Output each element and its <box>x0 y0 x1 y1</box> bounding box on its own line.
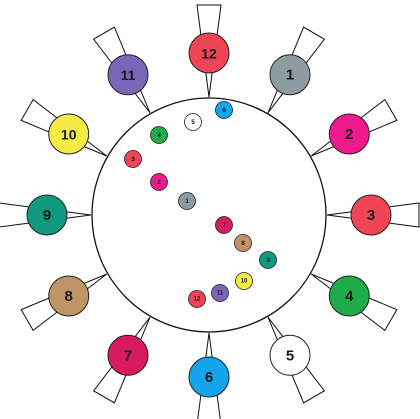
inner-ball-number: 9 <box>266 257 270 264</box>
outer-ball-number: 1 <box>286 67 294 84</box>
outer-ball-11 <box>107 54 149 96</box>
inner-ball-number: 3 <box>131 156 135 163</box>
outer-ball-number: 9 <box>43 207 51 224</box>
outer-ball-9 <box>26 194 68 236</box>
outer-ball-group-6: 6 <box>188 332 230 419</box>
inner-ball-number: 7 <box>222 222 226 229</box>
inner-ball-6 <box>215 101 233 119</box>
inner-ball-number: 12 <box>194 296 201 302</box>
outer-ball-group-9: 9 <box>0 194 92 236</box>
outer-ball-8 <box>48 275 90 317</box>
outer-ball-number: 12 <box>201 46 217 62</box>
outer-ball-5 <box>269 334 311 376</box>
outer-ball-number: 7 <box>124 347 132 364</box>
outer-ball-group-5: 5 <box>267 316 326 404</box>
inner-ball-group-4: 4 <box>150 126 168 144</box>
inner-ball-7 <box>215 216 233 234</box>
inner-ball-number: 5 <box>191 119 195 126</box>
inner-ball-group-3: 3 <box>124 150 142 168</box>
inner-ball-group-12: 12 <box>188 290 206 308</box>
inner-ball-group-5: 5 <box>184 113 202 131</box>
outer-ball-2 <box>328 113 370 155</box>
inner-ball-number: 1 <box>185 198 189 205</box>
inner-ball-10 <box>235 272 253 290</box>
inner-ball-9 <box>259 251 277 269</box>
inner-ball-4 <box>150 126 168 144</box>
inner-ball-group-1: 1 <box>178 192 196 210</box>
inner-ball-number: 4 <box>157 132 161 139</box>
outer-ball-number: 4 <box>345 288 354 305</box>
inner-ball-11 <box>211 284 229 302</box>
inner-ball-number: 2 <box>157 179 161 186</box>
inner-ball-group-2: 2 <box>150 173 168 191</box>
outer-ball-group-3: 3 <box>326 194 420 236</box>
main-circle <box>91 97 327 333</box>
outer-ball-number: 8 <box>65 288 73 305</box>
outer-ball-group-10: 10 <box>20 98 108 157</box>
outer-ball-12 <box>188 32 230 74</box>
inner-ball-group-7: 7 <box>215 216 233 234</box>
outer-ball-7 <box>107 334 149 376</box>
inner-ball-number: 11 <box>217 290 224 296</box>
outer-ball-group-4: 4 <box>310 273 398 332</box>
outer-ball-group-8: 8 <box>20 273 108 332</box>
inner-balls-layer: 6 5 4 3 2 1 7 8 9 10 11 12 <box>124 101 277 308</box>
outer-ball-number: 2 <box>345 126 353 143</box>
inner-ball-8 <box>234 234 252 252</box>
outer-ball-group-1: 1 <box>267 26 326 114</box>
outer-ball-group-12: 12 <box>188 4 230 98</box>
inner-ball-number: 8 <box>241 240 245 247</box>
outer-ball-number: 6 <box>205 369 213 386</box>
outer-ball-group-2: 2 <box>310 98 398 157</box>
outer-ball-number: 10 <box>61 127 77 143</box>
inner-ball-group-10: 10 <box>235 272 253 290</box>
inner-ball-12 <box>188 290 206 308</box>
inner-ball-1 <box>178 192 196 210</box>
inner-ball-number: 6 <box>222 107 226 114</box>
inner-ball-5 <box>184 113 202 131</box>
outer-ball-group-7: 7 <box>92 316 151 404</box>
outer-ball-4 <box>328 275 370 317</box>
inner-ball-2 <box>150 173 168 191</box>
inner-ball-group-8: 8 <box>234 234 252 252</box>
inner-ball-group-6: 6 <box>215 101 233 119</box>
outer-ball-group-11: 11 <box>92 26 151 114</box>
outer-ball-6 <box>188 356 230 398</box>
outer-ball-10 <box>48 113 90 155</box>
inner-ball-number: 10 <box>241 278 248 284</box>
inner-ball-group-9: 9 <box>259 251 277 269</box>
outer-ball-number: 5 <box>286 347 294 364</box>
outer-ball-1 <box>269 54 311 96</box>
outer-ball-number: 11 <box>121 67 136 83</box>
outer-ball-number: 3 <box>367 207 375 224</box>
inner-ball-3 <box>124 150 142 168</box>
inner-ball-group-11: 11 <box>211 284 229 302</box>
outer-ball-3 <box>350 194 392 236</box>
